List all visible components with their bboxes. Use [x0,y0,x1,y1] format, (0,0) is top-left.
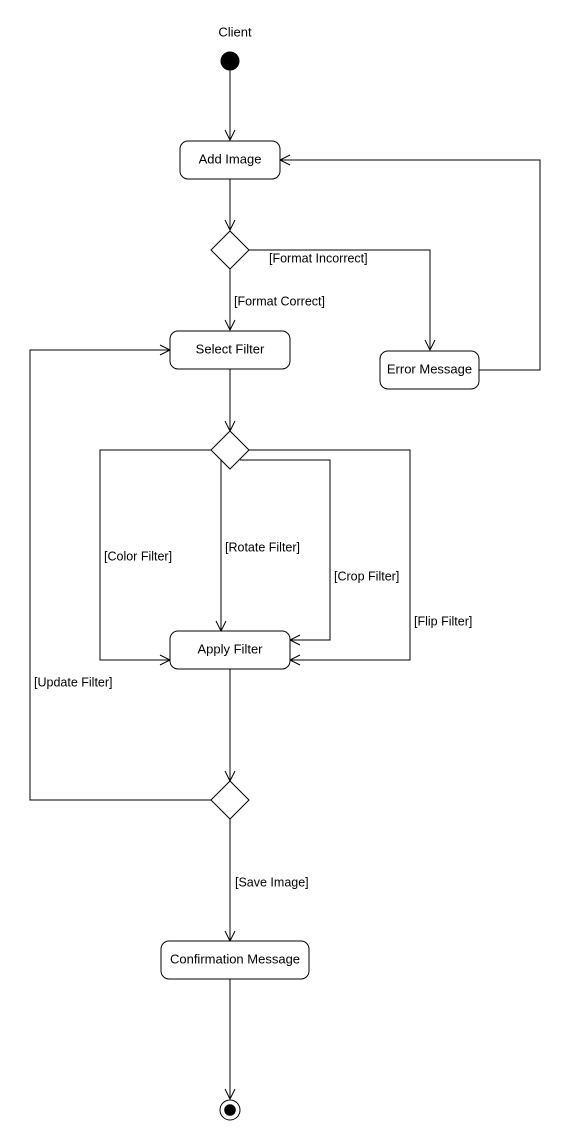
activity-select-filter-box [169,330,291,370]
guard-save-image: [Save Image] [235,875,309,889]
activity-add-image-box [179,140,281,180]
guard-format-incorrect: [Format Incorrect] [269,251,368,265]
activity-confirmation-message-box [160,940,310,980]
arrowhead-error-message-top [424,339,436,352]
activity-confirmation-message-label: Confirmation Message [170,951,300,966]
activity-error-message-box [379,350,480,390]
guard-flip-filter: [Flip Filter] [414,614,472,628]
activity-apply-filter-box [169,630,291,670]
activity-error-message-label: Error Message [387,361,472,376]
arrowhead-select-filter-top [224,319,236,332]
activity-confirmation-message: Confirmation Message [160,940,310,980]
activity-error-message: Error Message [379,350,480,390]
edges [29,70,541,1101]
decision-next-step [210,780,250,820]
activity-select-filter: Select Filter [169,330,291,370]
edge-error-message-to-add-image [280,159,541,371]
edge-color-filter [99,449,211,661]
decision-format-check [210,230,250,270]
guard-crop-filter: [Crop Filter] [334,569,399,583]
guard-color-filter: [Color Filter] [104,549,172,563]
diagram-title: Client [218,24,252,39]
final-node [219,1099,241,1121]
arrowhead-add-image-top [224,129,236,142]
activity-add-image: Add Image [179,140,281,180]
activity-add-image-label: Add Image [199,151,262,166]
arrowhead-decision-1-top [224,219,236,232]
final-node-inner [224,1104,236,1116]
edge-flip-filter [249,449,411,661]
edge-update-filter [29,349,211,801]
activity-select-filter-label: Select Filter [196,341,265,356]
guard-update-filter: [Update Filter] [34,675,113,689]
guard-rotate-filter: [Rotate Filter] [225,540,300,554]
decision-filter-type [210,430,250,470]
initial-node [220,51,240,71]
edge-decision-1-to-error-message [249,249,431,350]
activity-apply-filter: Apply Filter [169,630,291,670]
arrowhead-final-top [224,1088,236,1101]
activity-apply-filter-label: Apply Filter [197,641,263,656]
edge-crop-filter [240,459,331,641]
guard-format-correct: [Format Correct] [234,294,325,308]
